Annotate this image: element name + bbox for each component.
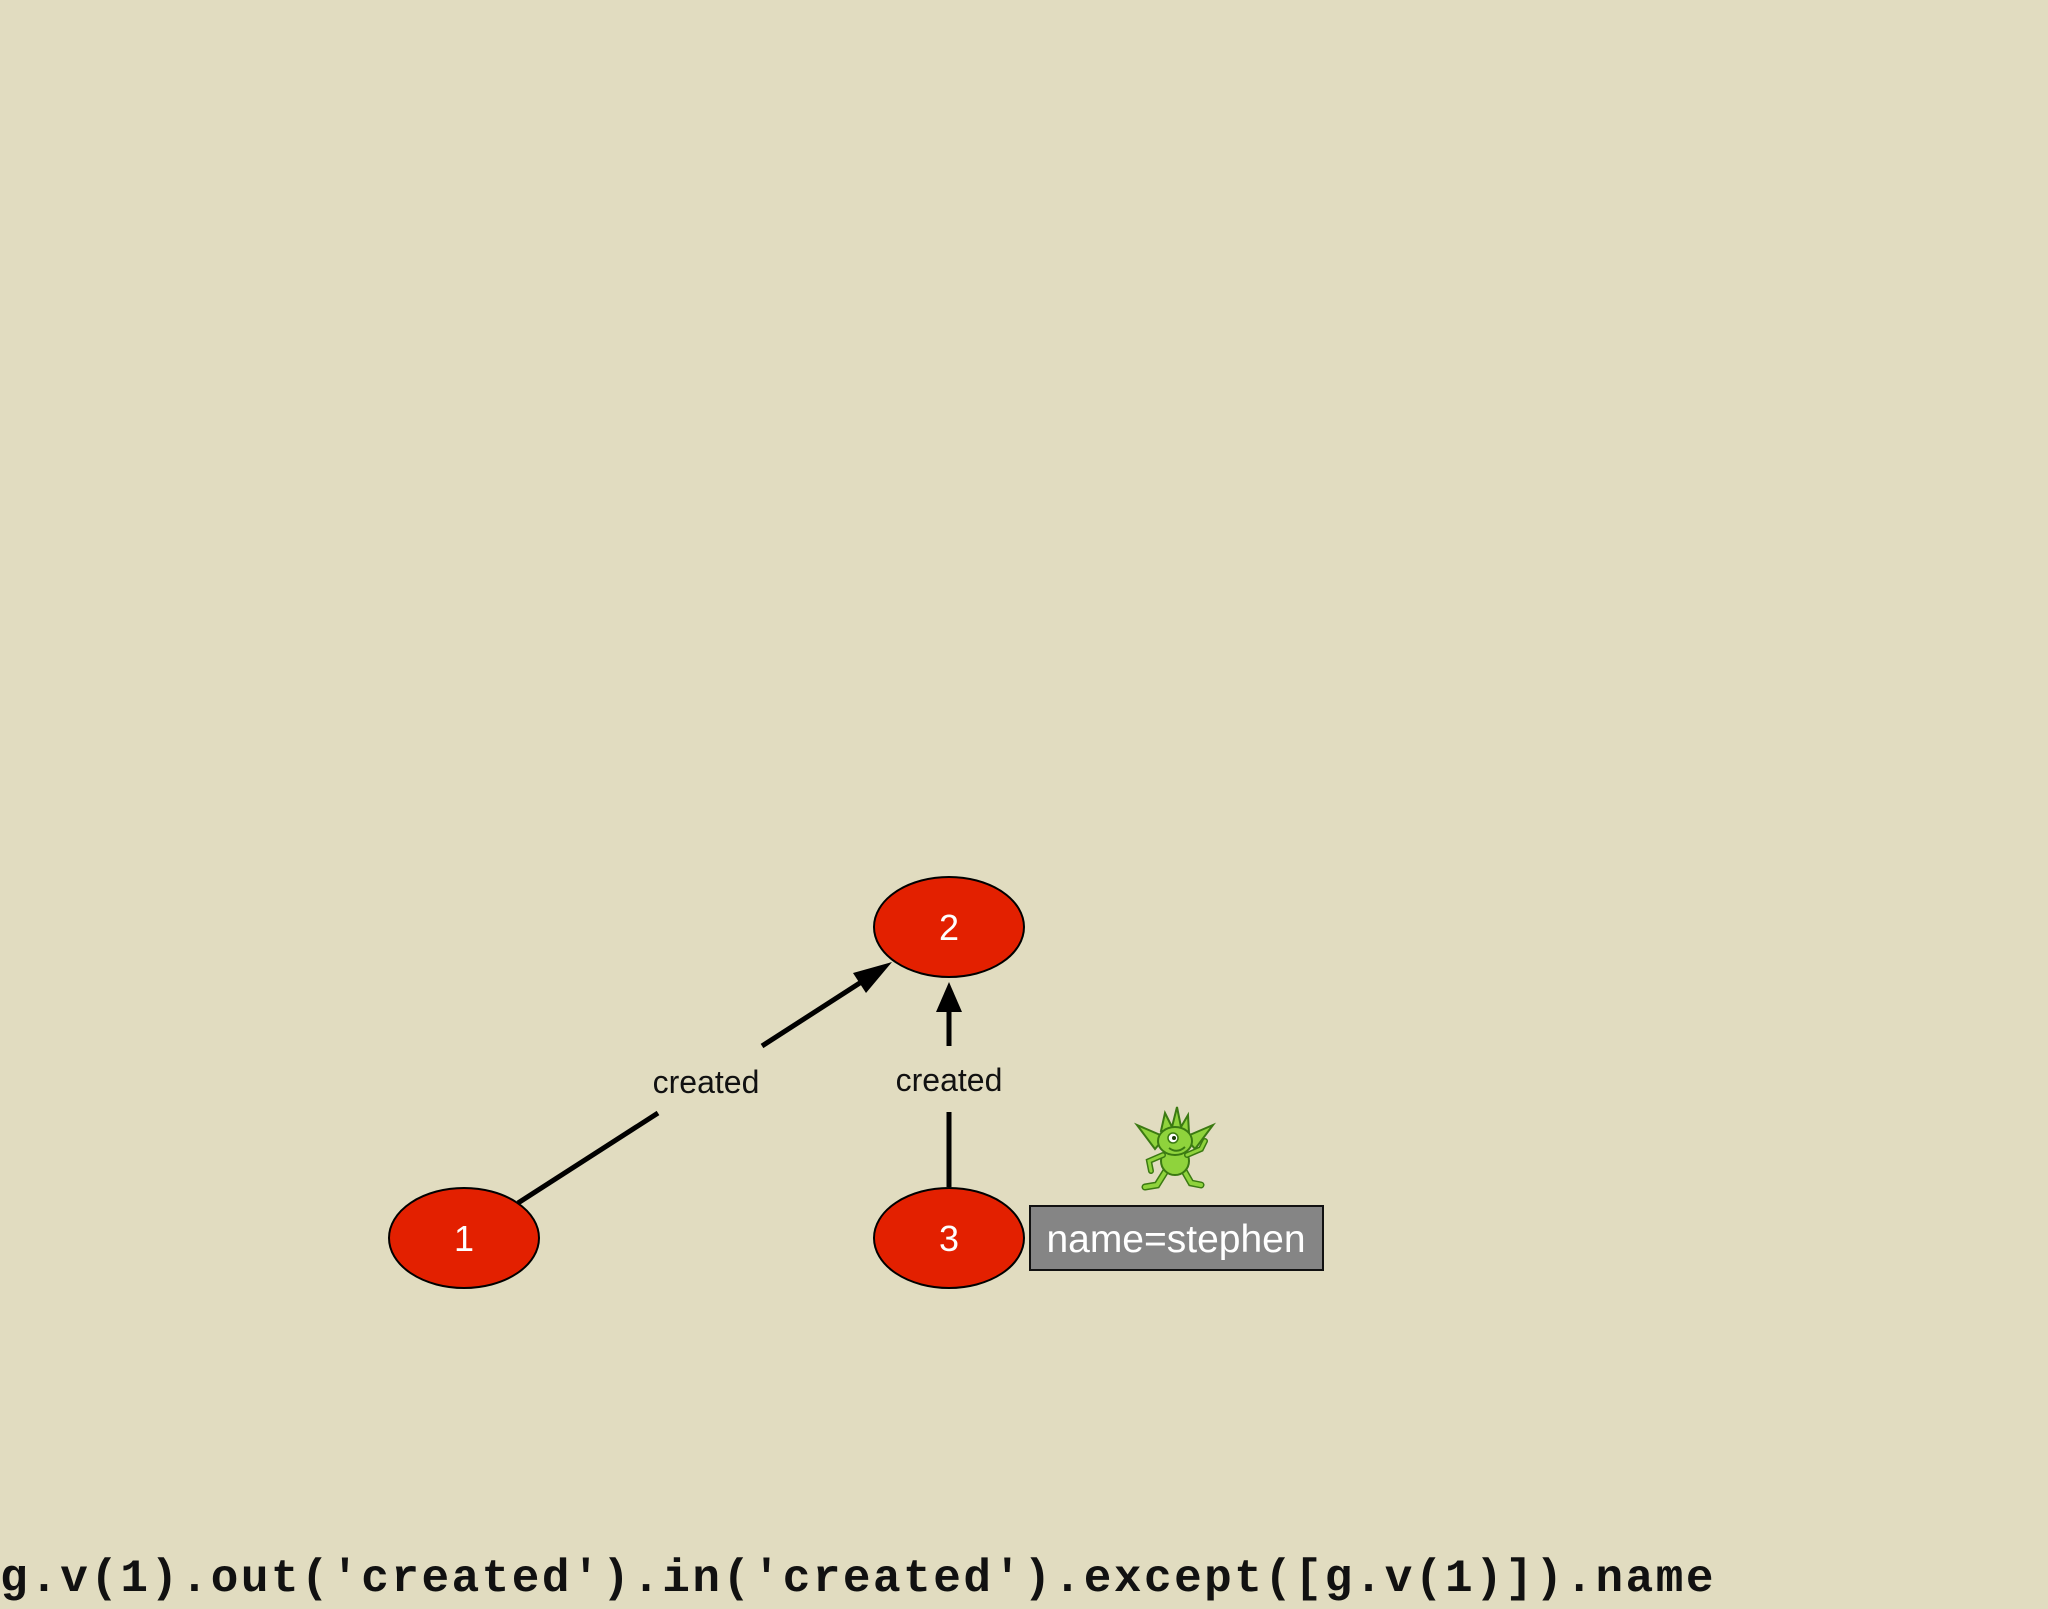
property-box: name=stephen [1029,1205,1324,1271]
edge-label: created [896,1062,1003,1098]
edge-label: created [653,1064,760,1100]
vertex-label: 3 [939,1218,959,1259]
vertex-1: 1 [388,1187,540,1289]
vertex-label: 2 [939,907,959,948]
arrowhead-icon [853,962,892,993]
edge-1-to-2: created [516,962,892,1206]
edge-3-to-2: created [896,982,1003,1187]
vertex-2: 2 [873,876,1025,978]
gremlin-query: g.v(1).out('created').in('created').exce… [0,1553,1716,1605]
arrowhead-icon [936,982,962,1012]
vertex-3: 3 [873,1187,1025,1289]
vertex-label: 1 [454,1218,474,1259]
property-text: name=stephen [1046,1218,1305,1261]
gremlin-icon [1133,1106,1217,1191]
